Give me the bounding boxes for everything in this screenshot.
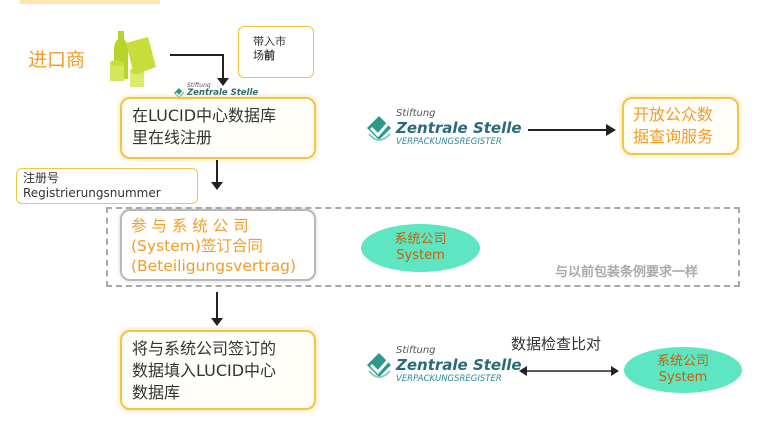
zsvr-logo-icon <box>367 353 393 378</box>
system-company-ellipse: 系统公司 System <box>361 224 480 272</box>
fill-data-box: 将与系统公司签订的 数据填入LUCID中心 数据库 <box>120 330 316 410</box>
zsvr-logo-large: Stiftung Zentrale Stelle VERPACKUNGSREGI… <box>364 108 524 152</box>
participate-system-box: 参 与 系 统 公 司 (System)签订合同 (Beteiligungsve… <box>120 209 316 281</box>
system-ellipse-line1: 系统公司 <box>656 354 709 369</box>
unchanged-requirements-region <box>106 207 740 287</box>
connector-line <box>170 54 223 56</box>
logo-line2: Zentrale Stelle <box>396 356 522 374</box>
participate-line2: (System)签订合同 <box>131 237 263 255</box>
lucid-box-line2: 里在线注册 <box>132 128 213 147</box>
connector-line <box>216 160 218 184</box>
logo-line1: Stiftung <box>396 108 436 119</box>
registration-number-callout: 注册号 Registrierungsnummer <box>16 168 198 204</box>
logo-line1: Stiftung <box>396 345 436 356</box>
callout-line2: 场前 <box>253 49 275 62</box>
bottles-icon <box>110 31 156 87</box>
fill-box-line3: 数据库 <box>132 383 181 402</box>
system-ellipse-line2: System <box>396 248 445 263</box>
reg-number-line2: Registrierungsnummer <box>23 186 161 200</box>
same-as-before-note: 与以前包装条例要求一样 <box>555 265 699 280</box>
connector-line <box>528 129 610 131</box>
arrow-down-icon <box>211 318 223 326</box>
logo-line3: VERPACKUNGSREGISTER <box>396 137 502 147</box>
importer-label: 进口商 <box>28 49 86 71</box>
public-box-line1: 开放公众数 <box>633 105 714 124</box>
logo-line3: VERPACKUNGSREGISTER <box>396 374 502 384</box>
double-arrow-icon <box>519 366 619 376</box>
connector-line <box>222 54 224 82</box>
logo-line1: Stiftung <box>187 82 211 89</box>
bring-to-market-callout: 带入市 场前 <box>238 26 314 78</box>
zsvr-logo-icon <box>367 116 393 141</box>
fill-box-line2: 数据填入LUCID中心 <box>132 361 277 380</box>
arrow-right-icon <box>606 124 616 136</box>
connector-line <box>216 292 218 320</box>
reg-number-line1: 注册号 <box>23 171 60 185</box>
participate-line1: 参 与 系 统 公 司 <box>131 217 249 235</box>
arrow-down-icon <box>211 182 223 190</box>
lucid-register-box: 在LUCID中心数据库 里在线注册 <box>120 97 316 159</box>
zsvr-logo-icon <box>174 88 185 98</box>
public-box-line2: 据查询服务 <box>633 127 714 146</box>
participate-line3: (Beteiligungsvertrag) <box>131 257 297 275</box>
system-company-ellipse: 系统公司 System <box>624 347 742 393</box>
zsvr-logo-large: Stiftung Zentrale Stelle VERPACKUNGSREGI… <box>364 345 524 389</box>
public-data-box: 开放公众数 据查询服务 <box>622 97 739 155</box>
lucid-box-line1: 在LUCID中心数据库 <box>132 106 277 125</box>
logo-line2: Zentrale Stelle <box>396 119 522 137</box>
logo-line2: Zentrale Stelle <box>187 88 259 98</box>
data-check-label: 数据检查比对 <box>511 335 602 353</box>
arrow-down-icon <box>217 78 229 86</box>
system-ellipse-line1: 系统公司 <box>394 232 447 247</box>
fill-box-line1: 将与系统公司签订的 <box>132 339 277 358</box>
callout-line1: 带入市 <box>253 35 286 48</box>
system-ellipse-line2: System <box>658 370 708 385</box>
top-decoration-bar <box>20 0 160 4</box>
